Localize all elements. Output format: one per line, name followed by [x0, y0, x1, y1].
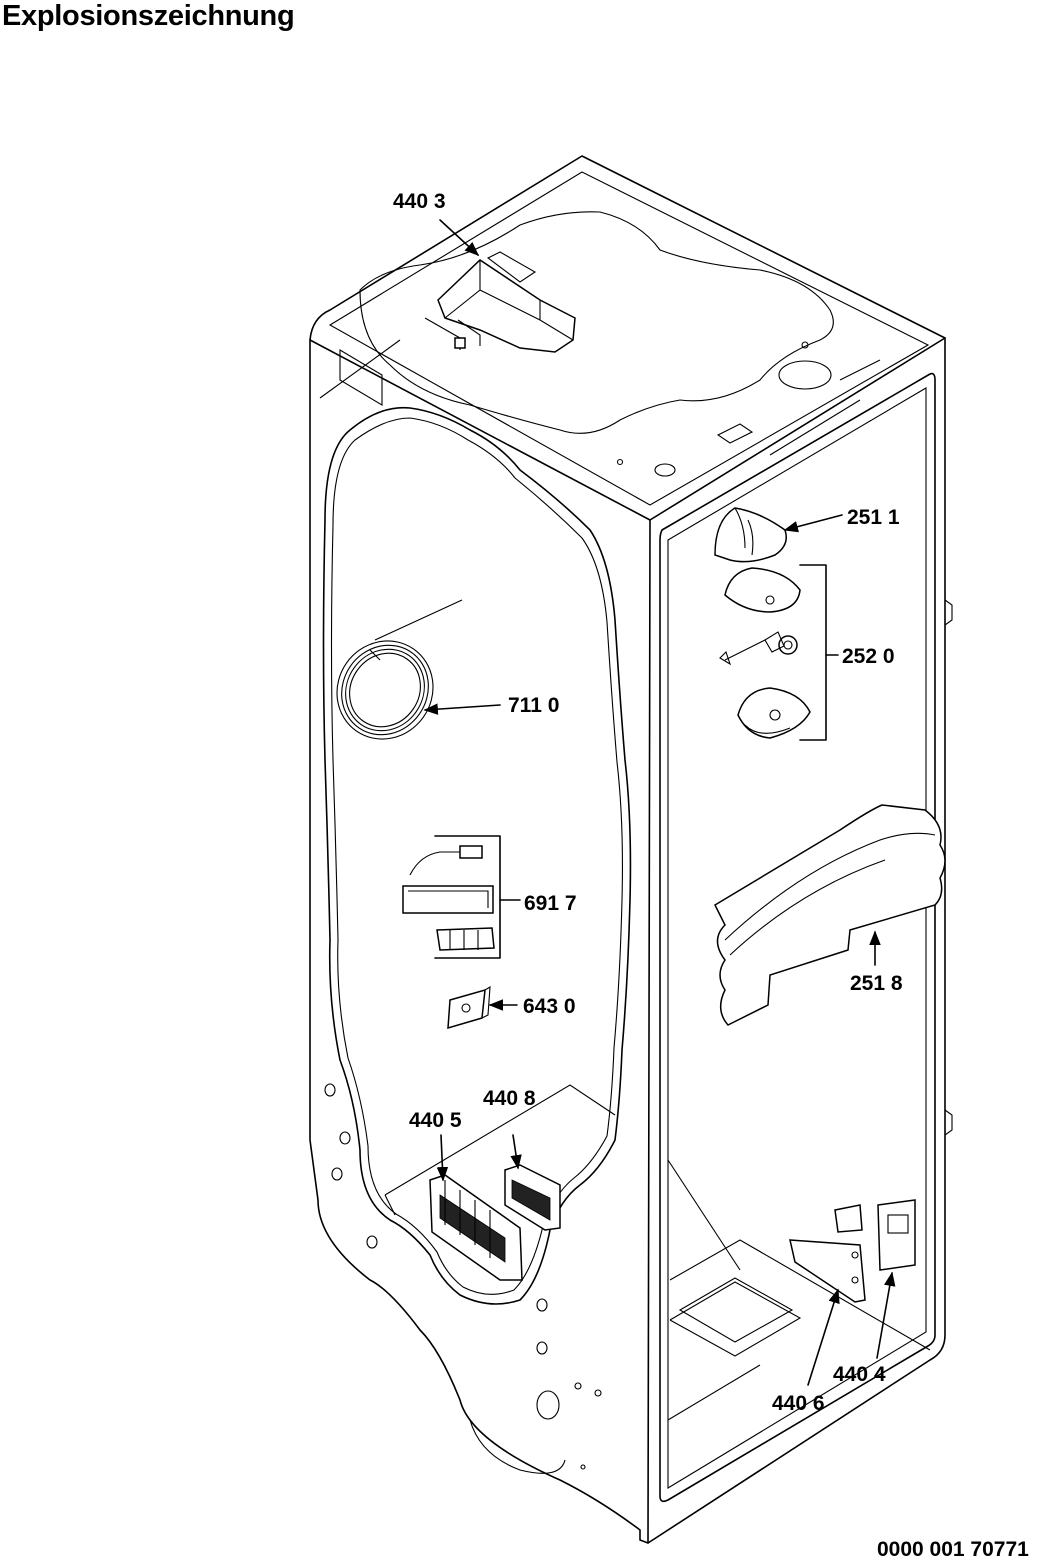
- part-2520-lamp-group: [719, 564, 827, 741]
- part-7110-coiled-tube: [336, 599, 463, 740]
- part-6430-bracket: [447, 985, 491, 1030]
- label-251-1: 251 1: [847, 506, 900, 529]
- cabinet-housing: [309, 155, 953, 1544]
- page-title: Explosionszeichnung: [2, 0, 295, 32]
- label-643-0: 643 0: [523, 995, 576, 1018]
- drawing-number: 0000 001 70771: [877, 1538, 1029, 1561]
- leader-lines: [423, 219, 896, 1386]
- part-2518-shelf-rail: [714, 804, 946, 1026]
- label-691-7: 691 7: [524, 892, 577, 915]
- label-252-0: 252 0: [842, 645, 895, 668]
- label-440-4: 440 4: [833, 1363, 886, 1386]
- part-2511-lamp-cover: [714, 507, 787, 563]
- part-labels: 440 3 251 1 252 0 711 0 691 7 251 8 643 …: [393, 190, 903, 1415]
- part-6917-sensor-kit: [402, 835, 501, 959]
- label-711-0: 711 0: [508, 694, 559, 717]
- label-440-6: 440 6: [772, 1392, 825, 1415]
- part-4408-filter: [504, 1164, 561, 1231]
- label-440-3: 440 3: [393, 190, 446, 213]
- label-440-5: 440 5: [409, 1109, 462, 1132]
- label-440-8: 440 8: [483, 1087, 536, 1110]
- label-251-8: 251 8: [850, 972, 903, 995]
- part-4404-4406-brackets: [789, 1199, 916, 1303]
- part-4403-unit: [424, 251, 576, 353]
